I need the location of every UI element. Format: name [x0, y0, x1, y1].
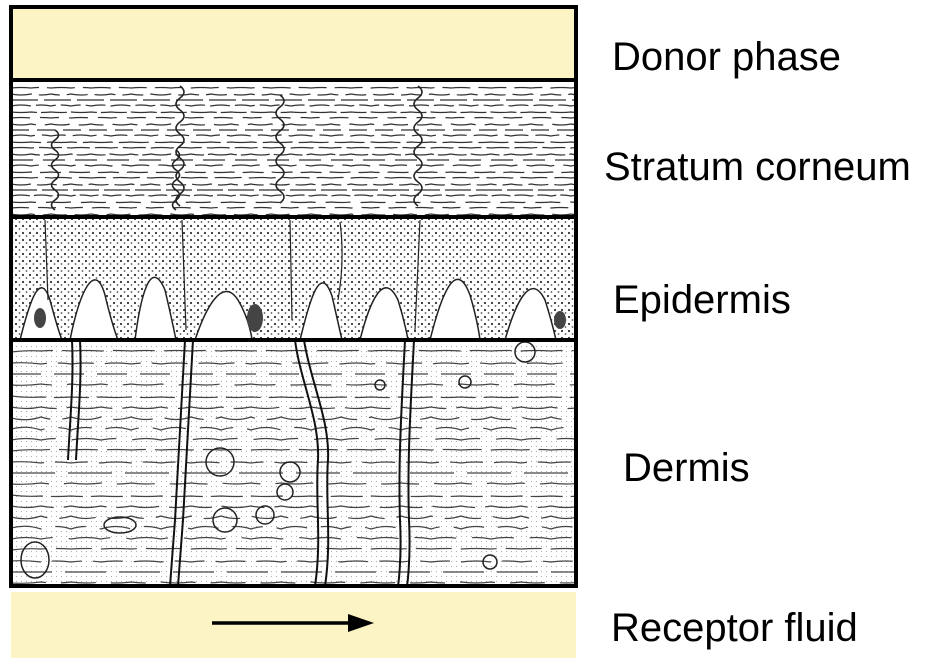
label-donor-phase: Donor phase — [612, 37, 841, 77]
keratin-line — [11, 88, 591, 89]
keratin-line — [11, 178, 591, 179]
epidermis-layer — [11, 217, 576, 340]
keratin-line — [11, 142, 591, 143]
label-epidermis: Epidermis — [613, 280, 791, 320]
label-stratum-corneum: Stratum corneum — [604, 147, 911, 187]
keratin-line — [11, 148, 591, 149]
donor-phase-layer — [11, 7, 576, 80]
label-receptor-fluid: Receptor fluid — [611, 608, 858, 648]
keratin-line — [11, 202, 591, 203]
label-dermis: Dermis — [623, 448, 750, 488]
dermis-layer — [11, 340, 581, 586]
receptor-fluid-layer — [11, 592, 576, 658]
stratum-corneum-layer — [11, 80, 591, 217]
